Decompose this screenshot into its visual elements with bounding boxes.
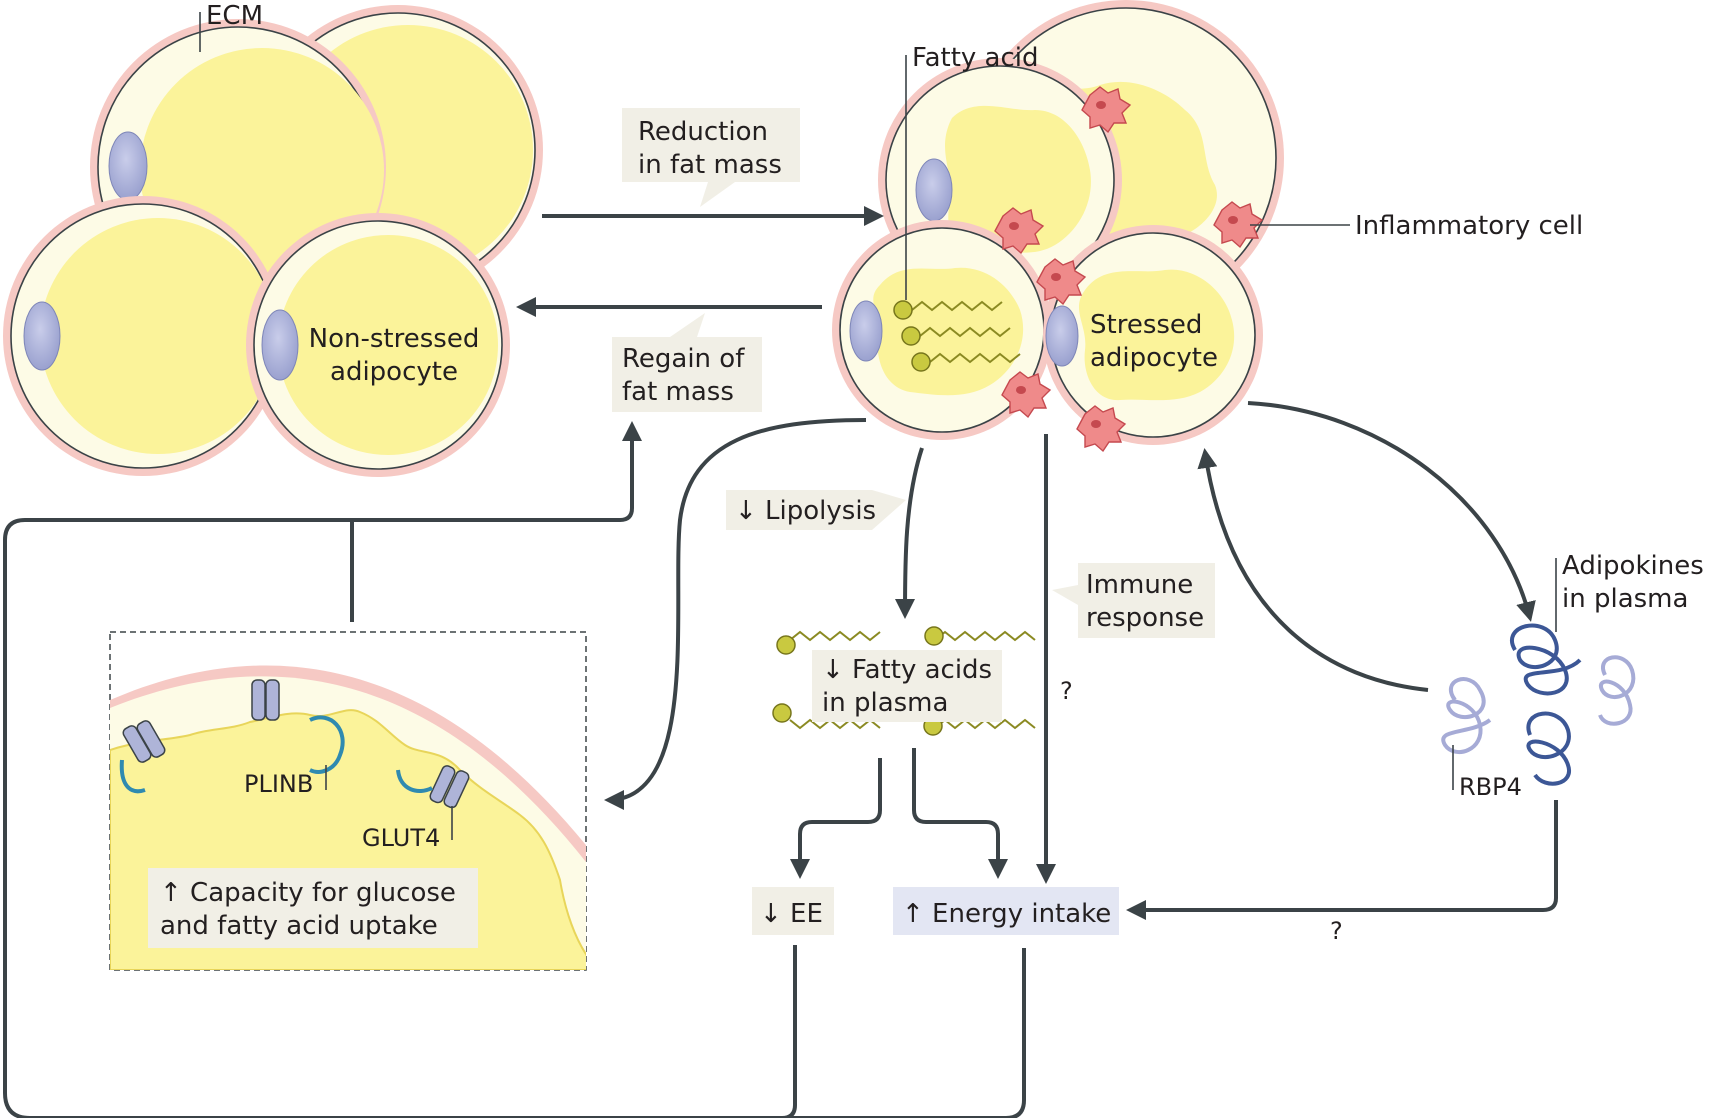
nucleus bbox=[915, 158, 953, 222]
regain-box bbox=[612, 313, 762, 412]
fatty-acid-label: Fatty acid bbox=[912, 43, 1039, 73]
adipocyte-cell bbox=[3, 196, 283, 476]
adipokine-feedback-arrow bbox=[1197, 448, 1429, 692]
nucleus bbox=[108, 131, 148, 201]
question-mark-adipokine: ? bbox=[1330, 917, 1343, 945]
nucleus bbox=[849, 300, 883, 362]
ecm-label: ECM bbox=[206, 1, 263, 31]
energy-intake-loop-line bbox=[782, 948, 1026, 1118]
capacity-label-line1: ↑ Capacity for glucose bbox=[160, 878, 456, 908]
nucleus bbox=[1045, 305, 1079, 367]
adipokine-release-arrow bbox=[1247, 401, 1536, 622]
reduction-label-line1: Reduction bbox=[638, 117, 768, 147]
lipolysis-arrow bbox=[895, 447, 924, 619]
fa-plasma-box bbox=[812, 650, 1002, 722]
inflammatory-cell bbox=[1213, 201, 1264, 249]
energy-intake-box bbox=[893, 887, 1119, 935]
stressed-label-line1: Stressed bbox=[1090, 310, 1202, 340]
stressed-cell bbox=[1043, 225, 1263, 445]
adipokines-label-line1: Adipokines bbox=[1562, 551, 1704, 581]
inflammatory-cell bbox=[994, 207, 1045, 255]
adipokines-label-line2: in plasma bbox=[1562, 584, 1688, 614]
reduction-box bbox=[622, 108, 800, 207]
nucleus bbox=[23, 301, 61, 371]
ee-label: ↓ EE bbox=[760, 899, 823, 929]
arrow-to-energy-intake bbox=[912, 748, 1008, 879]
immune-box bbox=[1052, 563, 1215, 638]
rbp4-light-protein bbox=[1441, 655, 1636, 755]
stressed-label-line2: adipocyte bbox=[1090, 343, 1218, 373]
inset-panel: PLINB GLUT4 ↑ Capacity for glucose and f… bbox=[109, 631, 587, 971]
stressed-to-inset-arrow bbox=[604, 418, 867, 810]
fatty-acid-chains bbox=[911, 300, 1021, 364]
adipocyte-cell bbox=[246, 213, 510, 477]
inflammatory-cell bbox=[1036, 258, 1087, 306]
glut4-transporter bbox=[122, 679, 470, 809]
stressed-adipocyte-cluster bbox=[832, 0, 1284, 453]
lipolysis-box bbox=[726, 490, 906, 530]
inflammatory-cells bbox=[994, 86, 1264, 453]
non-stressed-label-line1: Non-stressed bbox=[309, 324, 480, 354]
lipolysis-label: ↓ Lipolysis bbox=[735, 496, 876, 526]
glut4-label: GLUT4 bbox=[362, 824, 440, 852]
immune-label-line1: Immune bbox=[1086, 570, 1193, 600]
stressed-cell bbox=[832, 220, 1052, 440]
fa-plasma-label-line1: ↓ Fatty acids bbox=[822, 655, 992, 685]
arrow-to-ee bbox=[790, 758, 882, 879]
inflammatory-cell-label: Inflammatory cell bbox=[1355, 211, 1583, 241]
rbp4-label: RBP4 bbox=[1459, 773, 1522, 801]
rbp4-dark-protein bbox=[1510, 623, 1582, 786]
immune-label-line2: response bbox=[1086, 603, 1204, 633]
adipokine-to-energy-arrow bbox=[1126, 800, 1558, 920]
energy-intake-label: ↑ Energy intake bbox=[902, 899, 1111, 929]
inflammatory-cell bbox=[1081, 86, 1132, 134]
regain-label-line1: Regain of bbox=[622, 344, 745, 374]
ee-box bbox=[752, 887, 834, 935]
inflammatory-cell bbox=[1076, 405, 1127, 453]
inflammatory-cell bbox=[1001, 371, 1052, 419]
fa-plasma-label-line2: in plasma bbox=[822, 688, 948, 718]
reduction-label-line2: in fat mass bbox=[638, 150, 782, 180]
plinb-label: PLINB bbox=[244, 770, 313, 798]
adipokine-proteins bbox=[1441, 623, 1636, 786]
non-stressed-label-line2: adipocyte bbox=[330, 357, 458, 387]
non-stressed-adipocyte-cluster bbox=[3, 5, 543, 477]
question-mark-immune: ? bbox=[1060, 677, 1073, 705]
plinb-protein bbox=[119, 715, 433, 794]
capacity-label-line2: and fatty acid uptake bbox=[160, 911, 438, 941]
regain-label-line2: fat mass bbox=[622, 377, 734, 407]
nucleus bbox=[261, 309, 299, 381]
